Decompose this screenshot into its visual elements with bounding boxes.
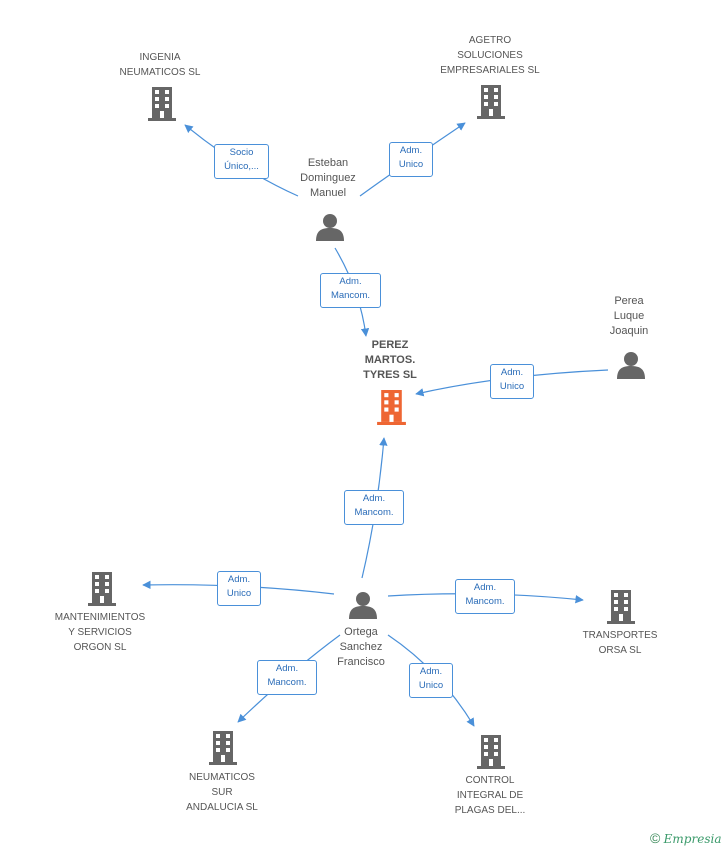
empresia-watermark: © Empresia [650,830,721,846]
neumaticos-sur-building-icon[interactable] [209,731,237,765]
ingenia-label[interactable]: INGENIA NEUMATICOS SL [119,52,201,78]
perez-label[interactable]: PEREZ MARTOS. TYRES SL [363,339,417,381]
ortega-label[interactable]: Ortega Sanchez Francisco [337,626,385,668]
perez-building-icon[interactable] [377,390,406,425]
edge-label-esteban-ingenia[interactable]: Socio Único,... [214,144,269,179]
neumaticos-sur-label[interactable]: NEUMATICOS SUR ANDALUCIA SL [186,772,258,813]
edge-label-esteban-perez[interactable]: Adm. Mancom. [320,273,381,308]
edge-label-ortega-transportes[interactable]: Adm. Mancom. [455,579,515,614]
control-building-icon[interactable] [477,735,505,769]
control-label[interactable]: CONTROL INTEGRAL DE PLAGAS DEL... [454,775,526,816]
edge-label-perea-perez[interactable]: Adm. Unico [490,364,534,399]
ingenia-building-icon[interactable] [148,87,176,121]
agetro-building-icon[interactable] [477,85,505,119]
mantenimientos-building-icon[interactable] [88,572,116,606]
agetro-label[interactable]: AGETRO SOLUCIONES EMPRESARIALES SL [440,35,540,76]
edge-label-ortega-perez[interactable]: Adm. Mancom. [344,490,404,525]
edge-label-ortega-control[interactable]: Adm. Unico [409,663,453,698]
edge-label-esteban-agetro[interactable]: Adm. Unico [389,142,433,177]
brand-name: Empresia [663,832,722,846]
edge-label-ortega-mantenimientos[interactable]: Adm. Unico [217,571,261,606]
transportes-building-icon[interactable] [607,590,635,624]
edge-label-ortega-neumaticos-sur[interactable]: Adm. Mancom. [257,660,317,695]
esteban-person-icon[interactable] [316,214,344,241]
perea-person-icon[interactable] [617,352,645,379]
transportes-label[interactable]: TRANSPORTES ORSA SL [582,630,658,656]
perea-label[interactable]: Perea Luque Joaquin [609,295,649,337]
esteban-label[interactable]: Esteban Dominguez Manuel [300,157,356,199]
copyright-symbol: © [650,830,661,846]
ortega-person-icon[interactable] [349,592,377,619]
mantenimientos-label[interactable]: MANTENIMIENTOS Y SERVICIOS ORGON SL [54,612,146,653]
